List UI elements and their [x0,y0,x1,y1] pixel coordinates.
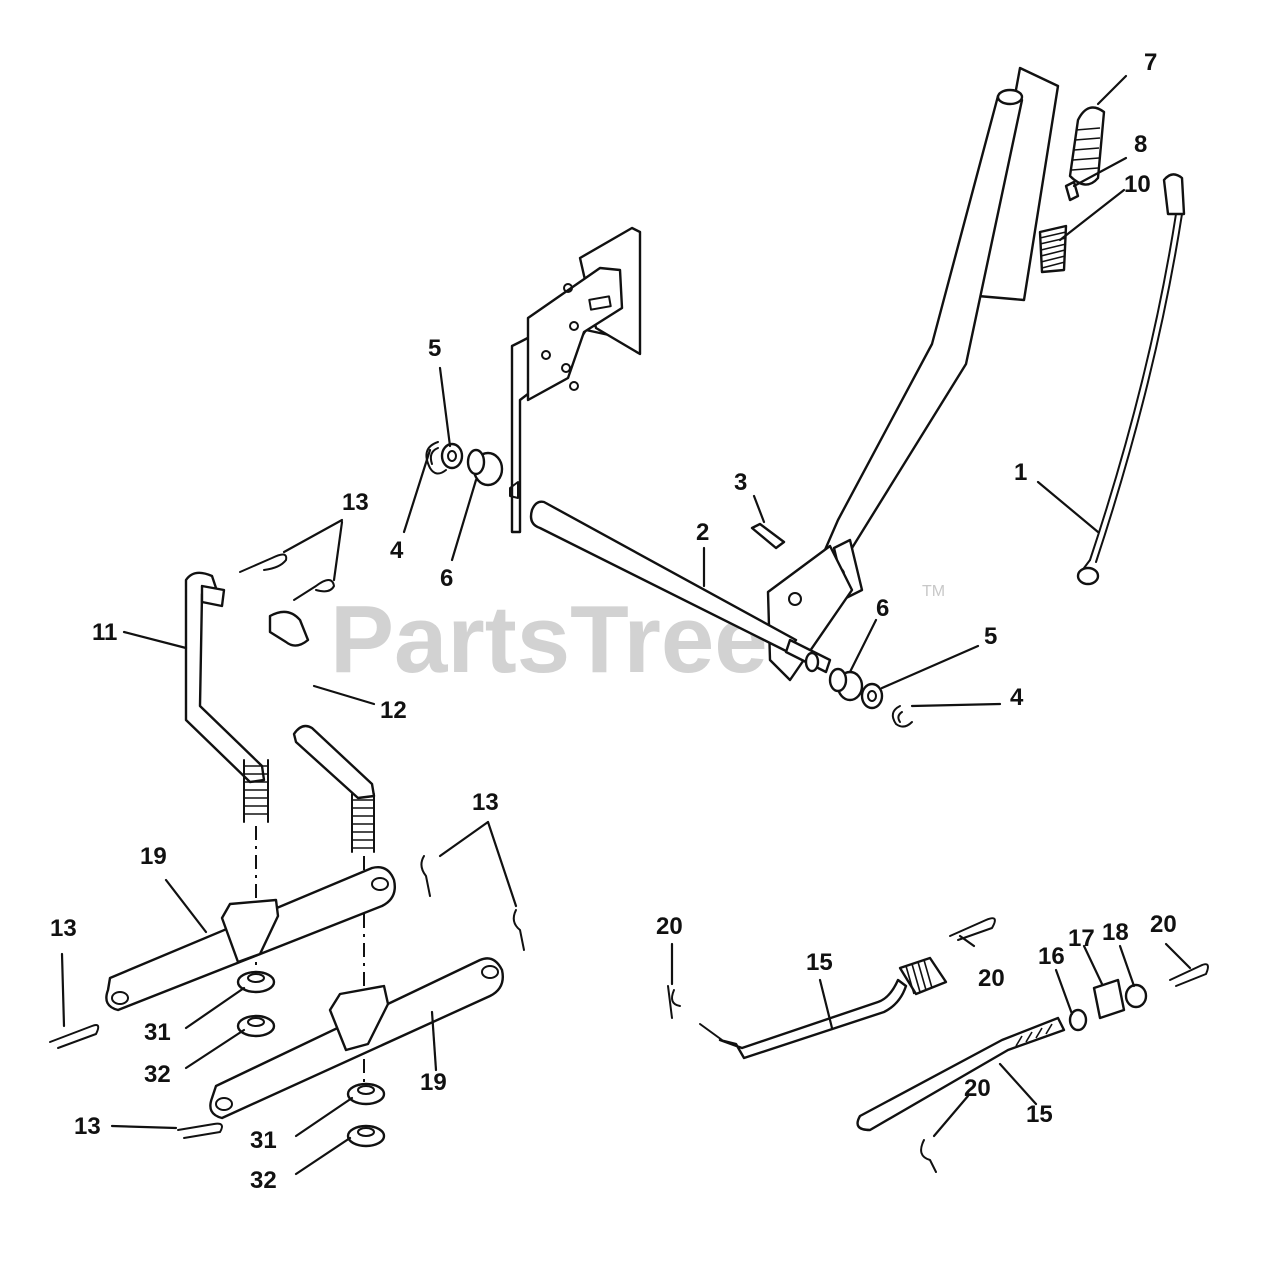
callout-15-upper: 15 [806,949,833,976]
watermark-tm: TM [922,583,945,600]
callout-labels: 1 2 3 4 4 5 5 6 6 7 8 10 11 12 13 13 13 … [50,49,1177,1194]
washer-16 [1068,1008,1088,1032]
callout-13-left: 13 [50,915,77,942]
callout-10: 10 [1124,171,1151,198]
callout-11: 11 [92,619,117,646]
left-washer [440,442,464,470]
callout-16: 16 [1038,943,1065,970]
callout-20-mid: 20 [978,965,1005,992]
callout-13-bottom: 13 [74,1113,101,1140]
callout-8: 8 [1134,131,1147,158]
callout-18: 18 [1102,919,1129,946]
callout-1: 1 [1014,459,1027,486]
trunnion-17 [1092,978,1126,1020]
callout-17: 17 [1068,925,1095,952]
callout-20-bottom: 20 [964,1075,991,1102]
roll-pin [750,522,786,550]
callout-31-upper: 31 [144,1019,171,1046]
callout-15-lower: 15 [1026,1101,1053,1128]
callout-6-right: 6 [876,595,889,622]
hairpin-clip-20 [667,917,1209,1173]
pedal-knob [1068,106,1106,186]
callout-12: 12 [380,697,407,724]
right-clip [891,705,913,728]
callout-32-lower: 32 [250,1167,277,1194]
lift-lever [816,88,1024,600]
hairpin-clip-top [239,553,335,601]
lift-link-left [184,571,269,823]
spacer-32-lower [346,1124,386,1148]
lift-arm-lower [209,957,504,1120]
adjust-rod-upper [699,956,948,1060]
callout-7: 7 [1144,49,1157,76]
callout-19-upper: 19 [140,843,167,870]
right-washer [860,682,884,710]
callout-5-right: 5 [984,623,997,650]
callout-32-upper: 32 [144,1061,171,1088]
left-bushing [466,448,504,487]
left-clip [425,441,447,475]
leader-lines [60,74,1192,1176]
callout-3: 3 [734,469,747,496]
nut-18 [1124,983,1148,1009]
callout-13-mid: 13 [472,789,499,816]
hairpin-clip-lower [49,855,525,1139]
compression-spring [1038,224,1068,274]
adjust-rod-lower [856,1016,1066,1132]
lift-arm-upper [105,866,396,1012]
callout-4-right: 4 [1010,684,1024,711]
mounting-plate [510,226,642,534]
callout-20-right: 20 [1150,911,1177,938]
callout-5-left: 5 [428,335,441,362]
bushing-31-lower [346,1082,386,1106]
lift-rod [1076,173,1186,586]
callout-19-lower: 19 [420,1069,447,1096]
callout-2: 2 [696,519,709,546]
callout-13-top: 13 [342,489,369,516]
cross-shaft [529,500,832,674]
right-bushing [828,667,864,702]
bushing-31-upper [236,970,276,994]
callout-4-left: 4 [390,537,404,564]
callout-6-left: 6 [440,565,453,592]
callout-20-left: 20 [656,913,683,940]
callout-31-lower: 31 [250,1127,277,1154]
spacer-32-upper [236,1014,276,1038]
lift-link-right [268,610,376,853]
